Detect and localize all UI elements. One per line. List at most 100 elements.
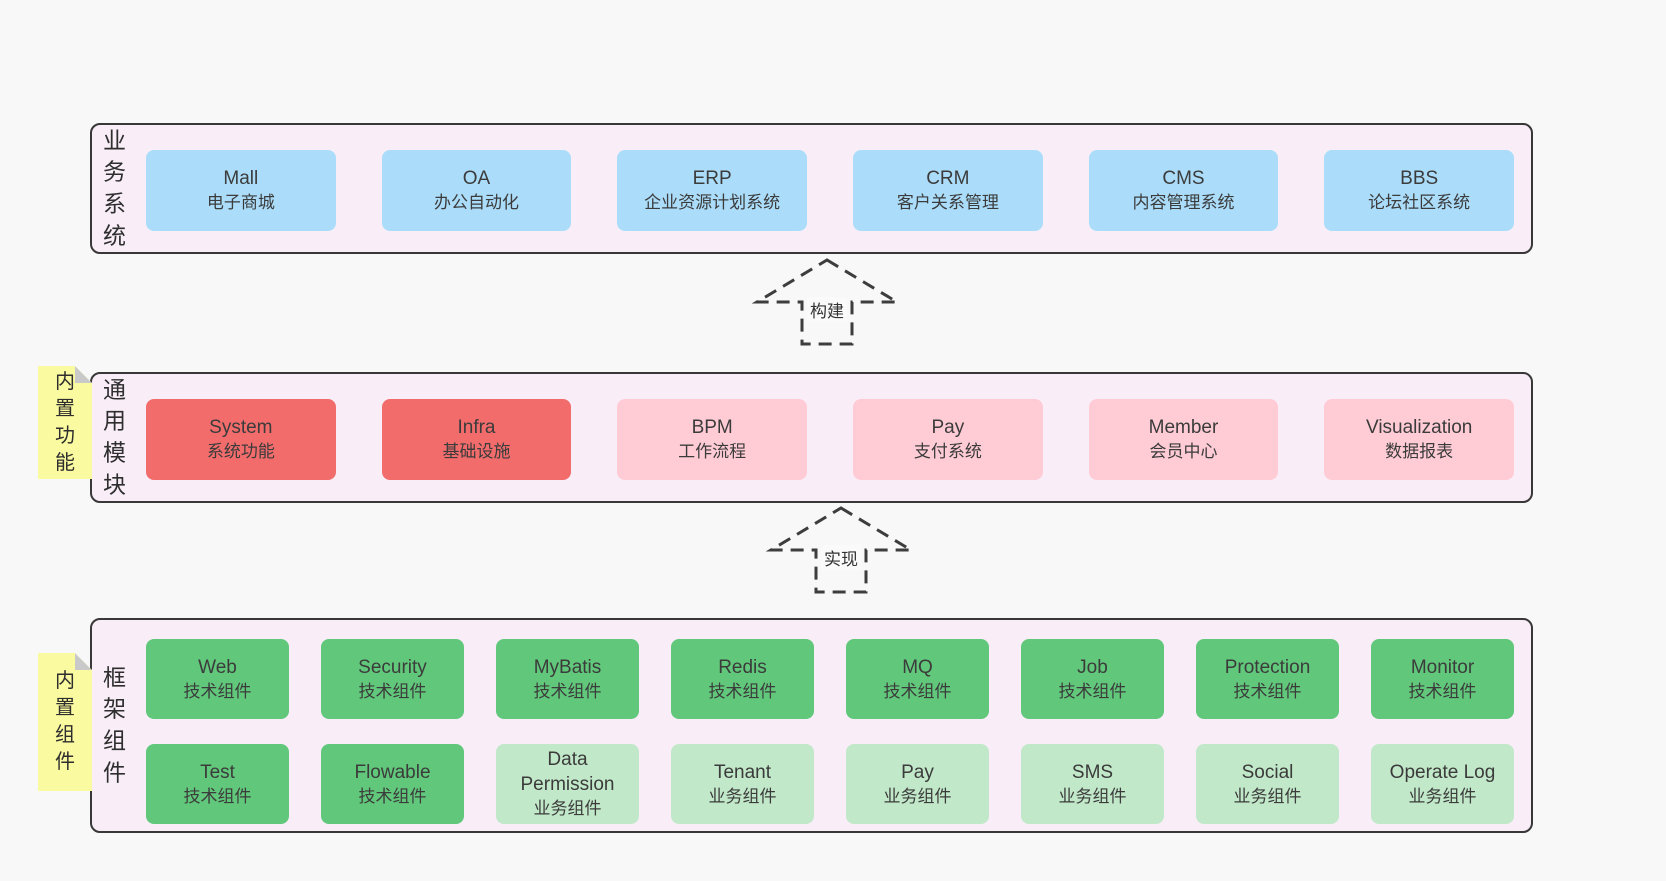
box-subtitle: 论坛社区系统	[1368, 193, 1471, 212]
dashed-up-arrow-icon	[752, 258, 902, 346]
box-subtitle: 技术组件	[1408, 681, 1477, 701]
box-cms: CMS 内容管理系统	[1088, 150, 1279, 231]
box-job: Job 技术组件	[1021, 639, 1164, 719]
box-name: Pay	[901, 761, 934, 783]
box-monitor: Monitor 技术组件	[1371, 639, 1514, 719]
note-built-in-components: 内置组件	[38, 653, 92, 791]
box-name: Data Permission	[520, 749, 615, 795]
box-subtitle: 业务组件	[883, 786, 952, 806]
box-operate-log: Operate Log 业务组件	[1371, 744, 1514, 824]
modules-boxes-row: System 系统功能 Infra 基础设施 BPM 工作流程 Pay 支付系统…	[146, 399, 1514, 480]
box-mall: Mall 电子商城	[146, 150, 336, 231]
box-tenant: Tenant 业务组件	[671, 744, 814, 824]
components-grid: Web 技术组件 Security 技术组件 MyBatis 技术组件 Redi…	[146, 639, 1514, 824]
box-subtitle: 技术组件	[533, 681, 602, 701]
box-subtitle: 业务组件	[1233, 786, 1302, 806]
box-subtitle: 技术组件	[358, 681, 427, 701]
business-boxes-row: Mall 电子商城 OA 办公自动化 ERP 企业资源计划系统 CRM 客户关系…	[146, 150, 1514, 231]
box-subtitle: 企业资源计划系统	[644, 193, 781, 212]
section-label-components: 框架组件	[103, 664, 126, 786]
box-subtitle: 技术组件	[183, 786, 252, 806]
section-common-modules: 通用模块 System 系统功能 Infra 基础设施 BPM 工作流程 Pay…	[90, 372, 1533, 503]
box-name: MyBatis	[533, 656, 602, 678]
box-name: Monitor	[1410, 656, 1475, 678]
box-flowable: Flowable 技术组件	[321, 744, 464, 824]
box-name: SMS	[1071, 761, 1114, 783]
box-system: System 系统功能	[146, 399, 336, 480]
box-subtitle: 基础设施	[442, 442, 511, 461]
box-name: Mall	[223, 168, 259, 189]
box-subtitle: 业务组件	[1408, 786, 1477, 806]
note-fold-corner	[75, 366, 92, 383]
box-subtitle: 业务组件	[708, 786, 777, 806]
box-social: Social 业务组件	[1196, 744, 1339, 824]
box-subtitle: 工作流程	[678, 442, 747, 461]
box-subtitle: 技术组件	[708, 681, 777, 701]
box-name: MQ	[902, 656, 933, 678]
box-name: Security	[358, 656, 427, 678]
build-arrow: 构建	[752, 257, 902, 347]
implement-arrow: 实现	[766, 505, 916, 595]
box-name: Pay	[931, 417, 965, 438]
box-name: BBS	[1400, 168, 1439, 189]
box-name: BPM	[691, 417, 733, 438]
box-subtitle: 技术组件	[358, 786, 427, 806]
box-subtitle: 电子商城	[206, 193, 275, 212]
box-test: Test 技术组件	[146, 744, 289, 824]
box-web: Web 技术组件	[146, 639, 289, 719]
section-business-systems: 业务系统 Mall 电子商城 OA 办公自动化 ERP 企业资源计划系统 CRM…	[90, 123, 1533, 254]
box-crm: CRM 客户关系管理	[853, 150, 1043, 231]
box-subtitle: 技术组件	[183, 681, 252, 701]
box-subtitle: 数据报表	[1385, 442, 1454, 461]
note-text: 内置组件	[55, 670, 75, 773]
box-name: Social	[1241, 761, 1294, 783]
box-bpm: BPM 工作流程	[617, 399, 807, 480]
section-label-modules: 通用模块	[103, 376, 126, 498]
box-subtitle: 系统功能	[206, 442, 275, 461]
box-mq: MQ 技术组件	[846, 639, 989, 719]
box-erp: ERP 企业资源计划系统	[617, 150, 807, 231]
box-name: CMS	[1162, 168, 1205, 189]
box-subtitle: 技术组件	[1058, 681, 1127, 701]
box-name: CRM	[926, 168, 970, 189]
box-subtitle: 业务组件	[1058, 786, 1127, 806]
box-name: OA	[462, 168, 491, 189]
build-arrow-label: 构建	[807, 297, 847, 322]
section-label-business: 业务系统	[103, 127, 126, 249]
note-built-in-features: 内置功能	[38, 366, 92, 479]
box-name: Flowable	[354, 761, 431, 783]
box-subtitle: 会员中心	[1149, 442, 1218, 461]
box-name: Test	[200, 761, 235, 783]
box-name: System	[209, 417, 273, 438]
box-subtitle: 客户关系管理	[896, 193, 999, 212]
box-subtitle: 内容管理系统	[1132, 193, 1235, 212]
box-visualization: Visualization 数据报表	[1324, 399, 1514, 480]
box-name: Member	[1148, 417, 1219, 438]
box-data-permission: Data Permission 业务组件	[496, 744, 639, 824]
box-name: ERP	[692, 168, 732, 189]
section-framework-components: 框架组件 Web 技术组件 Security 技术组件 MyBatis 技术组件…	[90, 618, 1533, 833]
box-subtitle: 业务组件	[533, 799, 602, 818]
box-subtitle: 支付系统	[913, 442, 982, 461]
box-bbs: BBS 论坛社区系统	[1324, 150, 1514, 231]
note-text: 内置功能	[55, 370, 75, 474]
box-subtitle: 技术组件	[883, 681, 952, 701]
box-infra: Infra 基础设施	[381, 399, 572, 480]
box-name: Infra	[457, 417, 496, 438]
box-oa: OA 办公自动化	[381, 150, 572, 231]
box-name: Visualization	[1366, 417, 1473, 438]
box-pay-system: Pay 支付系统	[853, 399, 1043, 480]
box-subtitle: 办公自动化	[433, 193, 519, 212]
box-name: Job	[1077, 656, 1108, 678]
box-name: Tenant	[713, 761, 772, 783]
implement-arrow-label: 实现	[821, 545, 861, 570]
box-protection: Protection 技术组件	[1196, 639, 1339, 719]
dashed-up-arrow-icon	[766, 506, 916, 594]
box-mybatis: MyBatis 技术组件	[496, 639, 639, 719]
box-name: Web	[198, 656, 237, 678]
box-pay-component: Pay 业务组件	[846, 744, 989, 824]
box-redis: Redis 技术组件	[671, 639, 814, 719]
box-sms: SMS 业务组件	[1021, 744, 1164, 824]
box-subtitle: 技术组件	[1233, 681, 1302, 701]
